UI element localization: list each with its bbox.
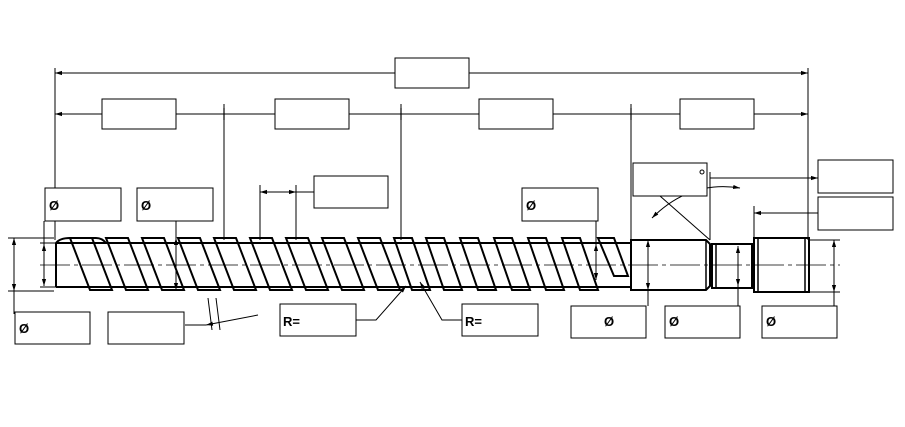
diameter-box xyxy=(14,311,91,345)
diameter-symbol: Ø xyxy=(669,314,679,329)
segment-length-box xyxy=(274,98,350,130)
diameter-symbol: Ø xyxy=(604,314,614,329)
diameter-box xyxy=(44,187,122,222)
screw-flights xyxy=(68,237,630,291)
flight-thickness-box xyxy=(107,311,185,345)
diameter-symbol: Ø xyxy=(49,198,59,213)
segment-length-box xyxy=(478,98,554,130)
diameter-symbol: Ø xyxy=(766,314,776,329)
segment-length-box xyxy=(101,98,177,130)
diameter-box xyxy=(521,187,599,222)
diameter-symbol: Ø xyxy=(141,198,151,213)
radius-label: R= xyxy=(465,314,482,329)
pitch-box xyxy=(313,175,389,209)
diameter-box xyxy=(664,305,741,339)
chamfer-box xyxy=(632,162,708,197)
diameter-box xyxy=(136,187,214,222)
diameter-box xyxy=(761,305,838,339)
radius-box xyxy=(461,303,539,337)
diameter-box xyxy=(570,305,647,339)
length-box xyxy=(817,159,894,194)
diameter-symbol: Ø xyxy=(19,321,29,336)
radius-label: R= xyxy=(283,314,300,329)
radius-box xyxy=(279,303,357,337)
diameter-symbol: Ø xyxy=(526,198,536,213)
overall-length-box xyxy=(394,57,470,89)
segment-length-box xyxy=(679,98,755,130)
length-box xyxy=(817,196,894,231)
